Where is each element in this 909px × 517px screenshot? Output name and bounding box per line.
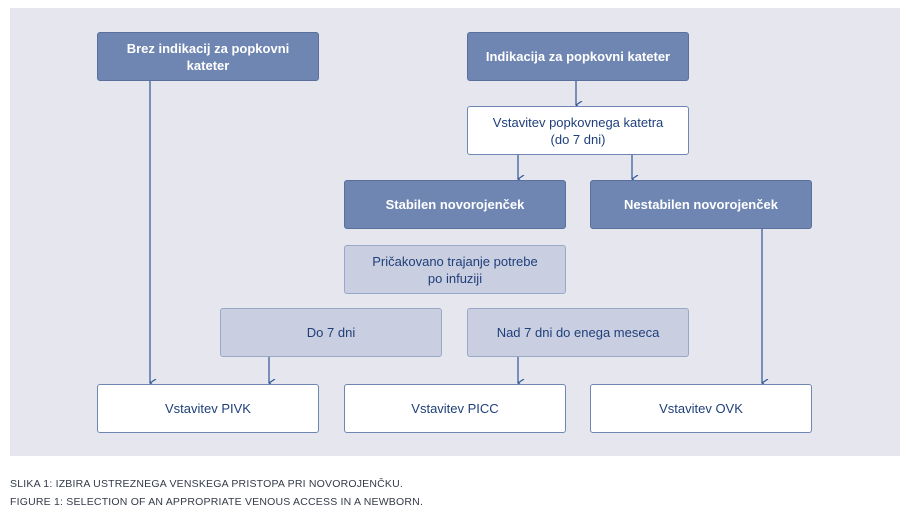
node-insert-umbilical-line1: Vstavitev popkovnega katetra: [492, 114, 664, 130]
node-insert-ovk: Vstavitev OVK: [590, 384, 812, 433]
node-over-7-days: Nad 7 dni do enega meseca: [467, 308, 689, 357]
node-insert-umbilical: Vstavitev popkovnega katetra (do 7 dni): [467, 106, 689, 155]
node-insert-umbilical-line2: (do 7 dni): [550, 131, 606, 147]
node-no-indication: Brez indikacij za popkovni kateter: [97, 32, 319, 81]
node-insert-pivk-label: Vstavitev PIVK: [165, 401, 251, 416]
node-insert-ovk-label: Vstavitev OVK: [659, 401, 743, 416]
connector-arrows: [10, 81, 900, 456]
node-insert-picc: Vstavitev PICC: [344, 384, 566, 433]
caption-slovenian: SLIKA 1: IZBIRA USTREZNEGA VENSKEGA PRIS…: [10, 478, 404, 490]
node-insert-picc-label: Vstavitev PICC: [411, 401, 499, 416]
node-expected-duration-line2: po infuziji: [427, 270, 483, 286]
caption-english: FIGURE 1: SELECTION OF AN APPROPRIATE VE…: [10, 496, 424, 508]
flowchart-canvas: Brez indikacij za popkovni kateter Indik…: [10, 8, 900, 456]
node-no-indication-label: Brez indikacij za popkovni kateter: [126, 40, 290, 73]
node-over-7-days-label: Nad 7 dni do enega meseca: [496, 325, 660, 340]
node-up-to-7-days-label: Do 7 dni: [306, 325, 356, 340]
node-expected-duration: Pričakovano trajanje potrebe po infuziji: [344, 245, 566, 294]
node-stable: Stabilen novorojenček: [344, 180, 566, 229]
node-indication: Indikacija za popkovni kateter: [467, 32, 689, 81]
node-unstable: Nestabilen novorojenček: [590, 180, 812, 229]
node-indication-label: Indikacija za popkovni kateter: [485, 49, 671, 64]
node-stable-label: Stabilen novorojenček: [385, 197, 525, 212]
node-insert-pivk: Vstavitev PIVK: [97, 384, 319, 433]
node-up-to-7-days: Do 7 dni: [220, 308, 442, 357]
node-unstable-label: Nestabilen novorojenček: [624, 197, 778, 212]
node-expected-duration-line1: Pričakovano trajanje potrebe: [372, 253, 538, 269]
